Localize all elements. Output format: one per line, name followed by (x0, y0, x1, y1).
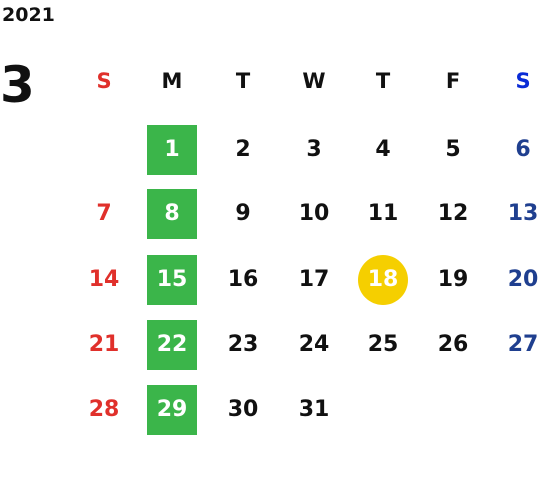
weekday-friday: F (445, 69, 461, 93)
day-cell-saturday[interactable]: 13 (507, 201, 539, 226)
day-cell[interactable]: 30 (227, 397, 259, 422)
day-cell-saturday[interactable]: 27 (507, 332, 539, 357)
weekday-wednesday: W (302, 69, 326, 93)
day-cell[interactable]: 31 (298, 397, 330, 422)
day-cell[interactable]: 4 (375, 137, 391, 162)
day-cell[interactable]: 10 (298, 201, 330, 226)
day-cell[interactable]: 11 (367, 201, 399, 226)
day-cell-saturday[interactable]: 6 (515, 137, 531, 162)
day-cell[interactable]: 24 (298, 332, 330, 357)
day-cell-sunday[interactable]: 21 (88, 332, 120, 357)
day-cell-sunday[interactable]: 7 (96, 201, 112, 226)
day-cell[interactable]: 23 (227, 332, 259, 357)
year-label: 2021 (2, 4, 55, 26)
day-cell[interactable]: 2 (235, 137, 251, 162)
day-cell[interactable]: 26 (437, 332, 469, 357)
day-cell-monday[interactable]: 22 (147, 320, 197, 370)
day-cell[interactable]: 5 (445, 137, 461, 162)
day-cell-saturday[interactable]: 20 (507, 267, 539, 292)
day-cell-monday[interactable]: 15 (147, 255, 197, 305)
day-cell[interactable]: 16 (227, 267, 259, 292)
day-cell-today[interactable]: 18 (358, 255, 408, 305)
day-cell-sunday[interactable]: 14 (88, 267, 120, 292)
weekday-thursday: T (375, 69, 391, 93)
day-cell-monday[interactable]: 29 (147, 385, 197, 435)
day-cell-monday[interactable]: 8 (147, 189, 197, 239)
weekday-tuesday: T (235, 69, 251, 93)
weekday-sunday: S (96, 69, 112, 93)
day-cell[interactable]: 9 (235, 201, 251, 226)
weekday-saturday: S (515, 69, 531, 93)
day-cell[interactable]: 19 (437, 267, 469, 292)
day-cell[interactable]: 17 (298, 267, 330, 292)
day-cell-monday[interactable]: 1 (147, 125, 197, 175)
day-cell[interactable]: 25 (367, 332, 399, 357)
month-label: 3 (0, 56, 35, 114)
weekday-monday: M (161, 69, 183, 93)
day-cell-sunday[interactable]: 28 (88, 397, 120, 422)
day-cell[interactable]: 12 (437, 201, 469, 226)
day-cell[interactable]: 3 (306, 137, 322, 162)
